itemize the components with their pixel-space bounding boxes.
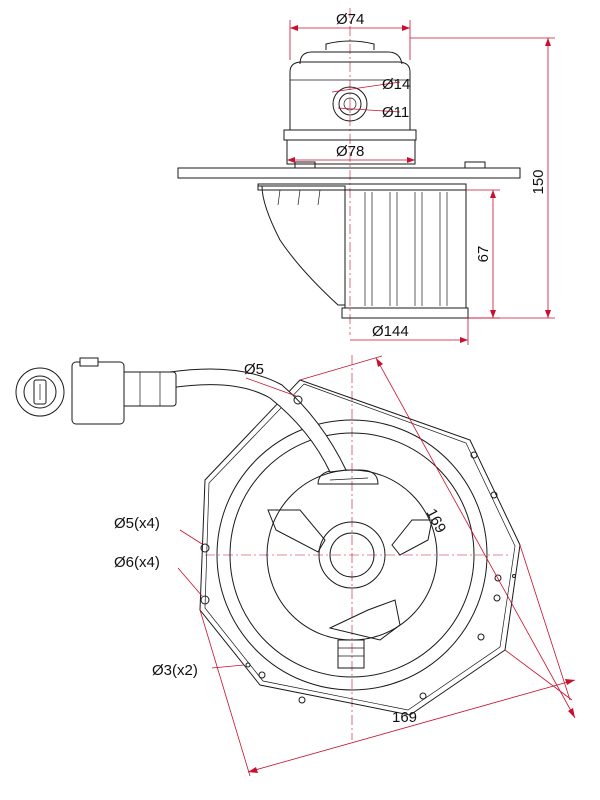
bracket-lower bbox=[328, 599, 401, 641]
motor-top-cap bbox=[325, 40, 375, 50]
dim-line-diagonal-169 bbox=[375, 357, 576, 719]
label-mount-holes-small: Ø5(x4) bbox=[114, 515, 160, 532]
mount-hole-large bbox=[200, 543, 210, 553]
mounting-plate-outline bbox=[199, 379, 521, 716]
label-fan-height: 67 bbox=[475, 246, 492, 263]
shaft-inner bbox=[338, 92, 362, 116]
label-top-diameter: Ø74 bbox=[336, 11, 364, 28]
mount-hole bbox=[477, 633, 485, 641]
mount-hole bbox=[490, 491, 498, 499]
label-shaft-outer: Ø14 bbox=[382, 76, 410, 93]
fan-top-ring bbox=[257, 183, 467, 191]
mount-hole-large bbox=[200, 595, 210, 605]
mount-hole bbox=[470, 451, 478, 459]
label-width-size: 169 bbox=[392, 709, 417, 726]
motor-body bbox=[286, 139, 416, 165]
plate-tab-left bbox=[294, 161, 316, 169]
mount-holes bbox=[200, 395, 516, 704]
label-diagonal-size: 169 bbox=[422, 506, 449, 536]
label-body-diameter: Ø78 bbox=[336, 143, 364, 160]
bracket-rib-3 bbox=[317, 189, 321, 206]
bracket-upper-right bbox=[391, 519, 433, 556]
electrical-connector bbox=[15, 357, 177, 425]
leader-shaft-14 bbox=[331, 81, 401, 93]
shaft-core bbox=[343, 97, 357, 111]
mount-hole bbox=[298, 696, 306, 704]
pin-hole bbox=[512, 574, 516, 578]
wire-hole bbox=[293, 395, 303, 405]
label-mount-holes-large: Ø6(x4) bbox=[114, 554, 160, 571]
fan-blades bbox=[364, 192, 448, 306]
pin-hole bbox=[245, 662, 251, 668]
outer-ring-inner bbox=[229, 432, 475, 678]
leader-mount-small bbox=[179, 529, 203, 545]
label-pin-holes: Ø3(x2) bbox=[152, 662, 198, 679]
fan-cage bbox=[344, 189, 467, 309]
leader-shaft-11 bbox=[337, 107, 401, 113]
wire-harness bbox=[169, 368, 347, 473]
mount-hole bbox=[258, 671, 266, 679]
label-shaft-inner: Ø11 bbox=[382, 104, 409, 121]
motor-terminal-top bbox=[317, 469, 379, 485]
fan-bracket bbox=[258, 185, 346, 306]
dim-line-width-169 bbox=[247, 679, 576, 773]
bracket-rib-1 bbox=[277, 189, 281, 206]
leader-wire-hole bbox=[245, 377, 297, 397]
bracket-upper-left bbox=[267, 509, 326, 553]
top-view: Ø5 Ø5(x4) Ø6(x4) Ø3(x2) 169 169 bbox=[15, 355, 576, 777]
fan-bottom-ring bbox=[341, 307, 469, 319]
outer-ring bbox=[216, 419, 488, 691]
mount-hole bbox=[419, 692, 427, 700]
motor-stub bbox=[337, 639, 365, 669]
leader-mount-large bbox=[177, 567, 203, 597]
label-fan-diameter: Ø144 bbox=[372, 323, 409, 340]
side-view: Ø74 150 Ø14 Ø11 Ø78 67 Ø144 bbox=[177, 8, 555, 345]
hub-outer bbox=[318, 521, 386, 589]
plate-tab-right bbox=[464, 161, 486, 169]
plate-inner-edge bbox=[204, 383, 516, 711]
motor-housing-top bbox=[299, 51, 403, 65]
mounting-plate bbox=[177, 167, 521, 179]
bracket-rib-2 bbox=[297, 189, 301, 206]
terminal-line bbox=[329, 477, 369, 481]
hub-inner bbox=[329, 532, 375, 578]
mount-hole bbox=[494, 574, 502, 582]
shaft-outer bbox=[332, 86, 368, 122]
connector-boot bbox=[119, 371, 177, 407]
label-wire-hole: Ø5 bbox=[244, 361, 264, 378]
label-total-height: 150 bbox=[530, 169, 547, 194]
connector-housing bbox=[71, 361, 125, 425]
connector-latch bbox=[79, 357, 99, 367]
motor-housing bbox=[289, 61, 411, 131]
mount-hole bbox=[493, 594, 501, 602]
